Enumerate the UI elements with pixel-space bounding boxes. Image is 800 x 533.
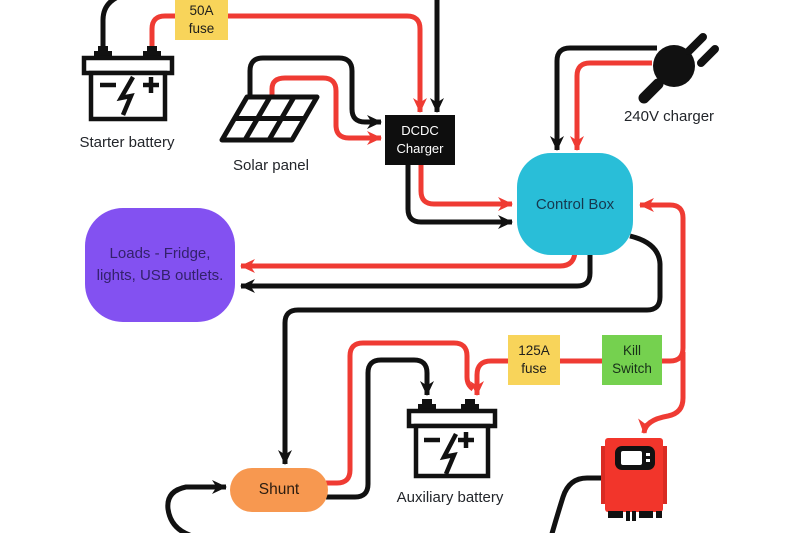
fuse-125a-line1: 125A [518,343,550,358]
kill-switch-box: Kill Switch [602,335,662,385]
dcdc-line1: DCDC [401,123,439,138]
wire-charger240-negative [550,45,657,151]
kill-switch-line1: Kill [622,343,641,358]
wire-solar-negative [247,55,382,129]
shunt-label: Shunt [258,481,300,498]
fuse-50a-line2: fuse [188,21,215,36]
auxiliary-battery-icon [406,399,498,479]
fuse-50a-line1: 50A [189,3,214,18]
starter-battery-label: Starter battery [79,134,175,151]
charger-240v-label: 240V charger [623,108,715,125]
wire-shunt-auxbattery-negative [326,357,434,500]
wire-starter-negative-top [100,0,118,57]
loads-line1: Loads - Fridge, [109,245,211,262]
inverter-icon [601,438,667,521]
loads-line2: lights, USB outlets. [96,267,224,284]
wire-control-loads-positive [240,249,578,273]
shunt-box: Shunt [230,468,328,512]
wire-control-loads-negative [240,252,593,293]
wire-dcdc-control-positive [418,163,513,211]
wire-bottom-to-shunt-negative [165,480,227,533]
starter-battery-icon [81,46,175,122]
solar-panel-label: Solar panel [233,157,309,174]
wire-killswitch-inverter-positive [638,352,686,434]
power-plug-icon [638,33,719,104]
kill-switch-line2: Switch [612,361,652,376]
control-box: Control Box [517,153,633,255]
loads-box: Loads - Fridge, lights, USB outlets. [85,208,235,322]
dcdc-charger-box: DCDC Charger [385,115,455,165]
fuse-125a-box: 125A fuse [508,335,560,385]
wire-killswitch-control-positive [639,198,686,364]
wire-shunt-auxbattery-positive [326,340,475,486]
wire-control-shunt-negative [278,233,663,465]
control-box-label: Control Box [535,195,615,213]
wire-dcdc-control-negative [405,163,513,229]
fuse-50a-box: 50A fuse [175,0,228,40]
auxiliary-battery-label: Auxiliary battery [396,489,504,506]
wire-charger240-positive [570,60,652,151]
solar-panel-icon [219,94,320,143]
wire-inverter-bottom-negative [549,475,606,533]
fuse-125a-line2: fuse [521,361,547,376]
wire-fuse125-auxbattery-positive [470,358,648,396]
dcdc-line2: Charger [396,141,444,156]
wire-starter-positive-fuse50-dcdc [149,13,427,113]
wire-solar-positive [269,75,382,145]
